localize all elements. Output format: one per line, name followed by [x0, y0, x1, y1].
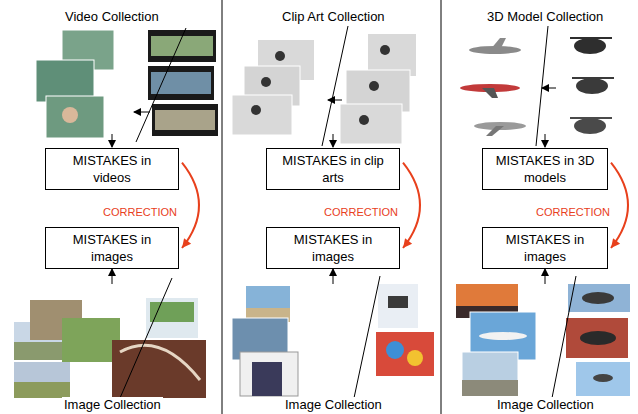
edge-label: CORRECTION — [323, 206, 399, 218]
box-text: MISTAKES in images — [490, 231, 600, 265]
mistakes-box: MISTAKES in videos — [45, 148, 179, 190]
image-photos — [232, 269, 434, 398]
box-text: MISTAKES in clip arts — [278, 152, 388, 186]
mistakes-box: MISTAKES in 3D models — [482, 148, 608, 190]
correction-arrow — [182, 163, 199, 248]
box-text: MISTAKES in 3D models — [490, 152, 600, 186]
3d-model-renders — [460, 26, 614, 147]
edge-label: CORRECTION — [102, 206, 178, 218]
collection-title: 3D Model Collection — [485, 9, 605, 24]
box-text: MISTAKES in images — [57, 231, 167, 265]
image-photos — [456, 269, 630, 398]
correction-arrow — [611, 163, 628, 248]
collection-title: Image Collection — [283, 397, 384, 412]
image-photos — [14, 269, 206, 398]
video-frames — [36, 28, 218, 147]
correction-arrow — [403, 163, 420, 248]
box-text: MISTAKES in images — [278, 231, 388, 265]
column-separator — [441, 0, 442, 414]
mistakes-box: MISTAKES in images — [45, 227, 179, 269]
collection-title: Clip Art Collection — [280, 9, 387, 24]
mistakes-box: MISTAKES in clip arts — [266, 148, 400, 190]
mistakes-box: MISTAKES in images — [482, 227, 608, 269]
edge-label: CORRECTION — [535, 206, 611, 218]
box-text: MISTAKES in videos — [57, 152, 167, 186]
collection-title: Video Collection — [63, 9, 161, 24]
mistakes-box: MISTAKES in images — [266, 227, 400, 269]
collection-title: Image Collection — [62, 397, 163, 412]
clip-art-frames — [232, 26, 416, 147]
collection-title: Image Collection — [495, 397, 596, 412]
column-separator — [222, 0, 223, 414]
